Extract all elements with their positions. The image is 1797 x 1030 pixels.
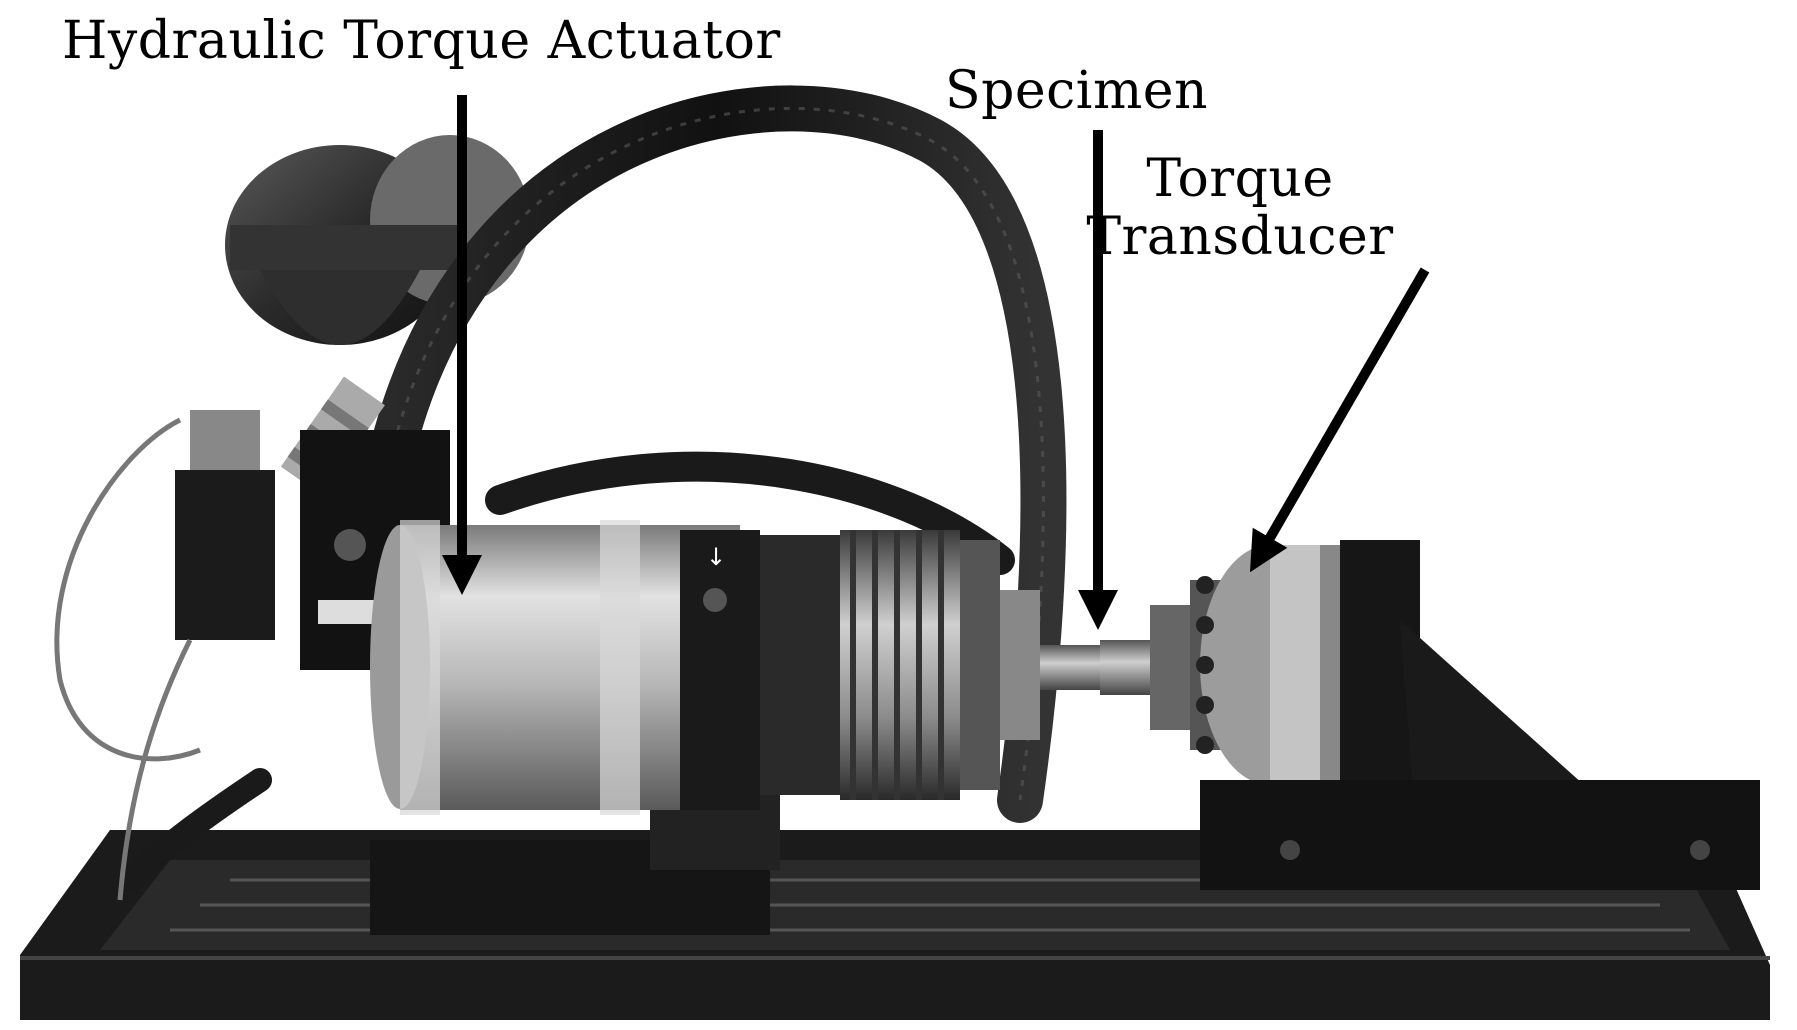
specimen-label: Specimen [945, 61, 1209, 121]
transducer-label-line2: Transducer [1086, 207, 1394, 268]
torque-transducer [1190, 545, 1360, 785]
svg-text:↓: ↓ [706, 543, 726, 571]
transducer-label-line1: Torque [1146, 149, 1334, 209]
actuator-cylinder: ↓ [370, 520, 760, 815]
actuator-label: Hydraulic Torque Actuator [62, 11, 781, 71]
bellows-coupling [760, 530, 1040, 800]
specimen-shaft [1040, 605, 1190, 730]
transducer-stand [1200, 540, 1760, 890]
transducer-label: Torque Transducer [1086, 149, 1394, 268]
transducer-arrow [1249, 267, 1430, 573]
